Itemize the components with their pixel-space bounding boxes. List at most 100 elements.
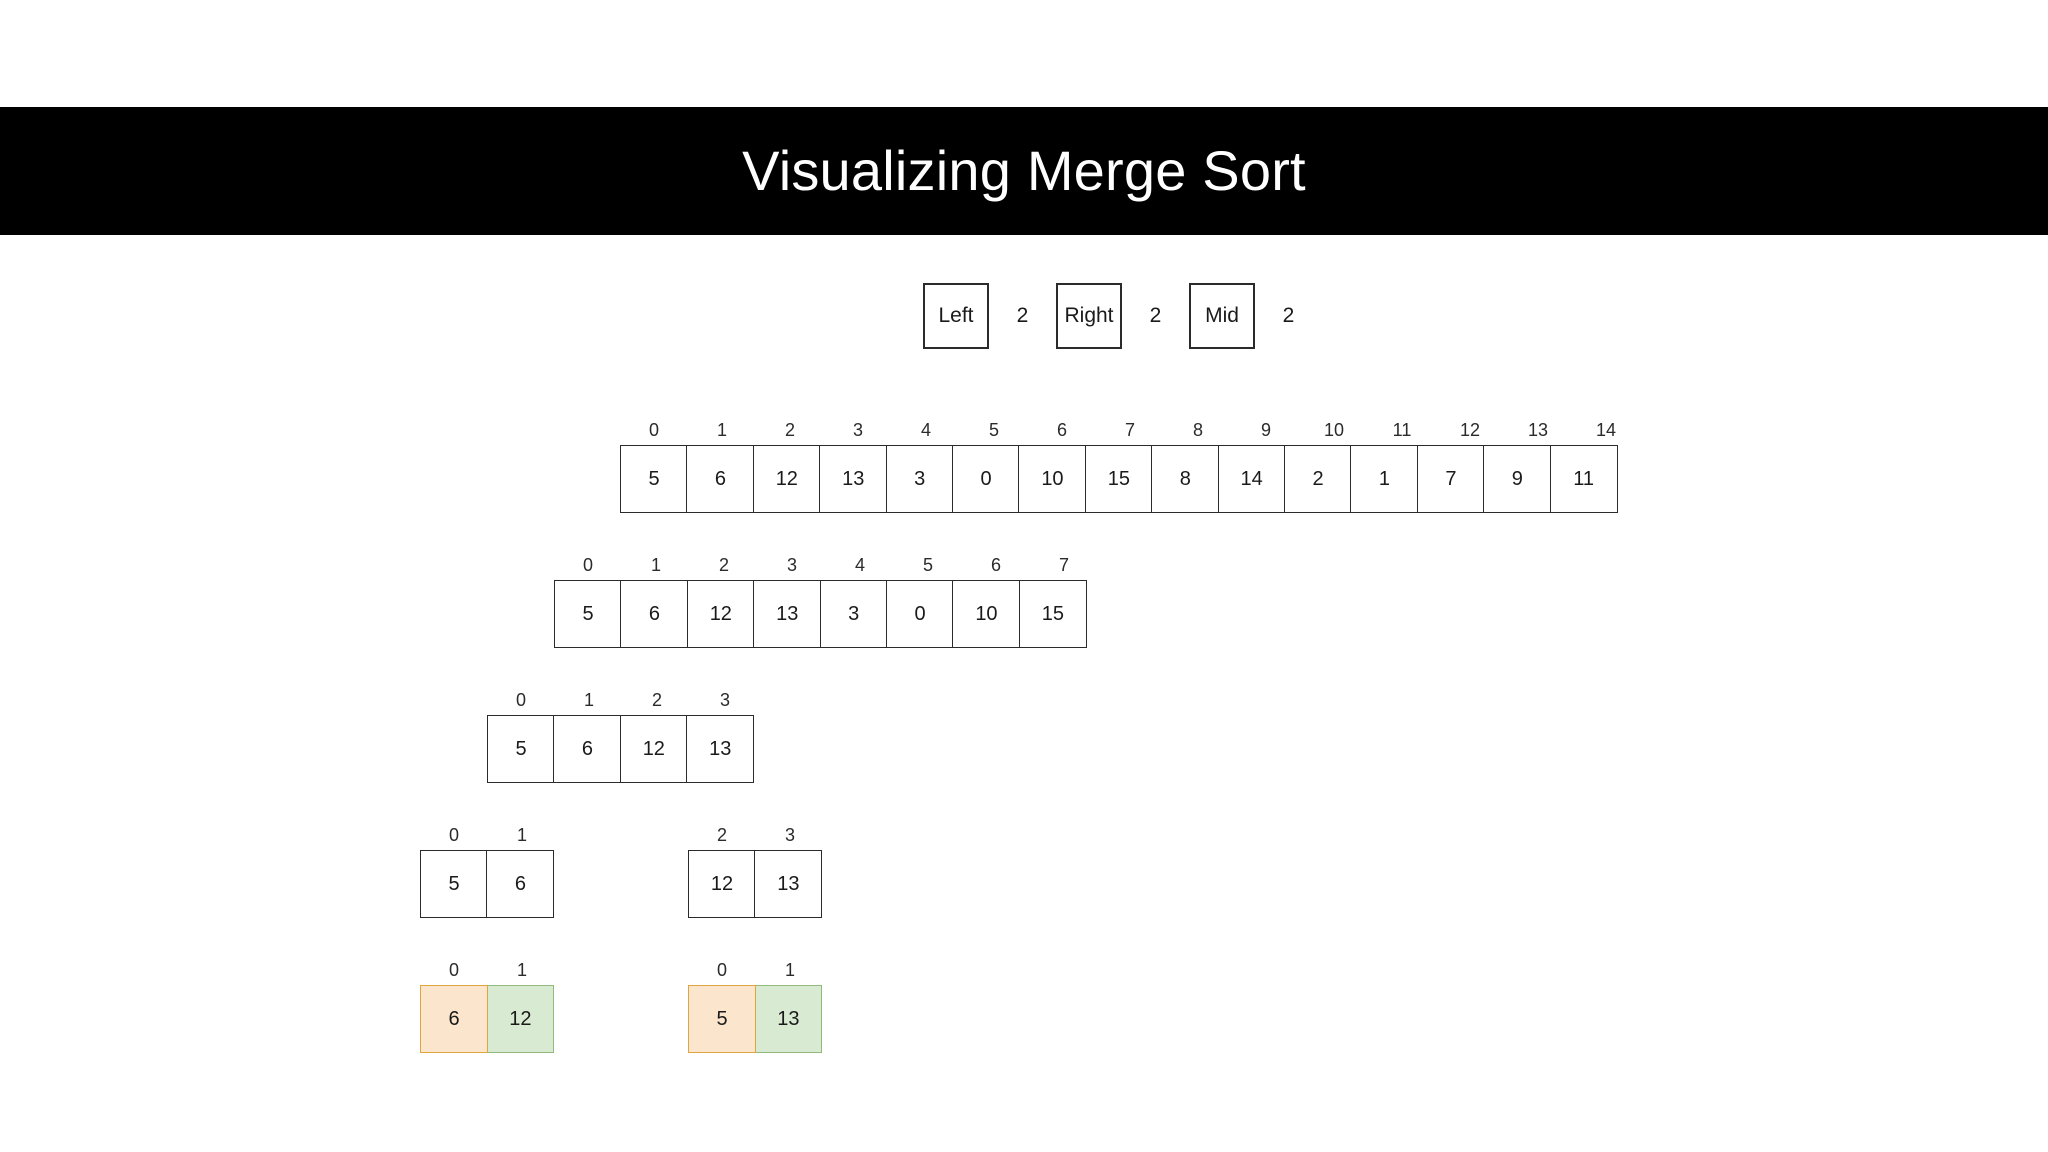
index-label: 2: [716, 825, 727, 845]
array-cell[interactable]: 2: [1284, 445, 1353, 513]
array-cell[interactable]: 0: [886, 580, 955, 648]
array-cell[interactable]: 12: [486, 985, 555, 1053]
index-label: 10: [1323, 420, 1345, 440]
index-label: 4: [854, 555, 865, 575]
merge-pointer-controls: Left 2 Right 2 Mid 2: [923, 283, 1322, 349]
index-label: 3: [784, 825, 795, 845]
array-cell[interactable]: 1: [1350, 445, 1419, 513]
array-cell[interactable]: 12: [752, 445, 821, 513]
right-pointer-box[interactable]: Right: [1056, 283, 1122, 349]
index-label: 8: [1192, 420, 1203, 440]
index-label: 14: [1595, 420, 1617, 440]
index-label: 0: [448, 960, 459, 980]
array-cell[interactable]: 6: [553, 715, 622, 783]
array-cell[interactable]: 5: [554, 580, 622, 648]
array-cell[interactable]: 3: [885, 445, 954, 513]
array-cell[interactable]: 10: [1018, 445, 1087, 513]
index-label: 1: [516, 960, 527, 980]
index-label: 1: [650, 555, 661, 575]
mid-pointer-box[interactable]: Mid: [1189, 283, 1255, 349]
array-cell[interactable]: 15: [1018, 580, 1087, 648]
index-label: 1: [516, 825, 527, 845]
control-left: Left 2: [923, 283, 1056, 349]
array-cell[interactable]: 13: [819, 445, 888, 513]
array-cell[interactable]: 5: [620, 445, 688, 513]
index-label: 0: [716, 960, 727, 980]
array-cell[interactable]: 3: [819, 580, 888, 648]
mid-pointer-value: 2: [1282, 304, 1295, 327]
right-pointer-value: 2: [1149, 304, 1162, 327]
array-cell[interactable]: 9: [1483, 445, 1552, 513]
page-title: Visualizing Merge Sort: [742, 139, 1306, 202]
index-label: 7: [1058, 555, 1069, 575]
left-pointer-value: 2: [1016, 304, 1029, 327]
index-label: 3: [719, 690, 730, 710]
array-cell[interactable]: 0: [952, 445, 1021, 513]
array-cell[interactable]: 7: [1416, 445, 1485, 513]
index-label: 0: [448, 825, 459, 845]
index-label: 2: [718, 555, 729, 575]
control-right: Right 2: [1056, 283, 1189, 349]
index-label: 5: [988, 420, 999, 440]
index-label: 2: [651, 690, 662, 710]
index-label: 11: [1392, 420, 1412, 440]
array-cell[interactable]: 12: [688, 850, 756, 918]
index-label: 1: [716, 420, 727, 440]
index-label: 9: [1260, 420, 1271, 440]
index-label: 7: [1124, 420, 1135, 440]
index-label: 2: [784, 420, 795, 440]
index-label: 5: [922, 555, 933, 575]
array-cell[interactable]: 6: [420, 985, 488, 1053]
array-cell[interactable]: 10: [952, 580, 1021, 648]
index-label: 6: [1056, 420, 1067, 440]
array-cell[interactable]: 5: [487, 715, 555, 783]
control-mid: Mid 2: [1189, 283, 1322, 349]
index-label: 0: [582, 555, 593, 575]
array-cell[interactable]: 13: [754, 985, 823, 1053]
array-cell[interactable]: 13: [686, 715, 755, 783]
index-label: 1: [583, 690, 594, 710]
index-strip: 0 1 2 3 4 5 6 7: [554, 550, 1098, 580]
index-label: 6: [990, 555, 1001, 575]
index-label: 1: [784, 960, 795, 980]
left-pointer-box[interactable]: Left: [923, 283, 989, 349]
array-cell[interactable]: 6: [686, 445, 755, 513]
index-label: 13: [1527, 420, 1549, 440]
array-cell[interactable]: 5: [688, 985, 756, 1053]
array-cell[interactable]: 6: [620, 580, 689, 648]
index-label: 0: [515, 690, 526, 710]
array-cell[interactable]: 12: [619, 715, 688, 783]
array-cell[interactable]: 14: [1217, 445, 1286, 513]
title-banner: Visualizing Merge Sort: [0, 107, 2048, 235]
array-cell[interactable]: 8: [1151, 445, 1220, 513]
array-cell[interactable]: 12: [686, 580, 755, 648]
array-cell[interactable]: 6: [486, 850, 555, 918]
array-cell[interactable]: 15: [1084, 445, 1153, 513]
array-cell[interactable]: 13: [754, 850, 823, 918]
index-label: 4: [920, 420, 931, 440]
array-cell[interactable]: 5: [420, 850, 488, 918]
index-strip: 0 1 2 3: [487, 685, 759, 715]
array-cell[interactable]: 11: [1549, 445, 1618, 513]
array-cell[interactable]: 13: [753, 580, 822, 648]
index-label: 3: [852, 420, 863, 440]
index-label: 3: [786, 555, 797, 575]
